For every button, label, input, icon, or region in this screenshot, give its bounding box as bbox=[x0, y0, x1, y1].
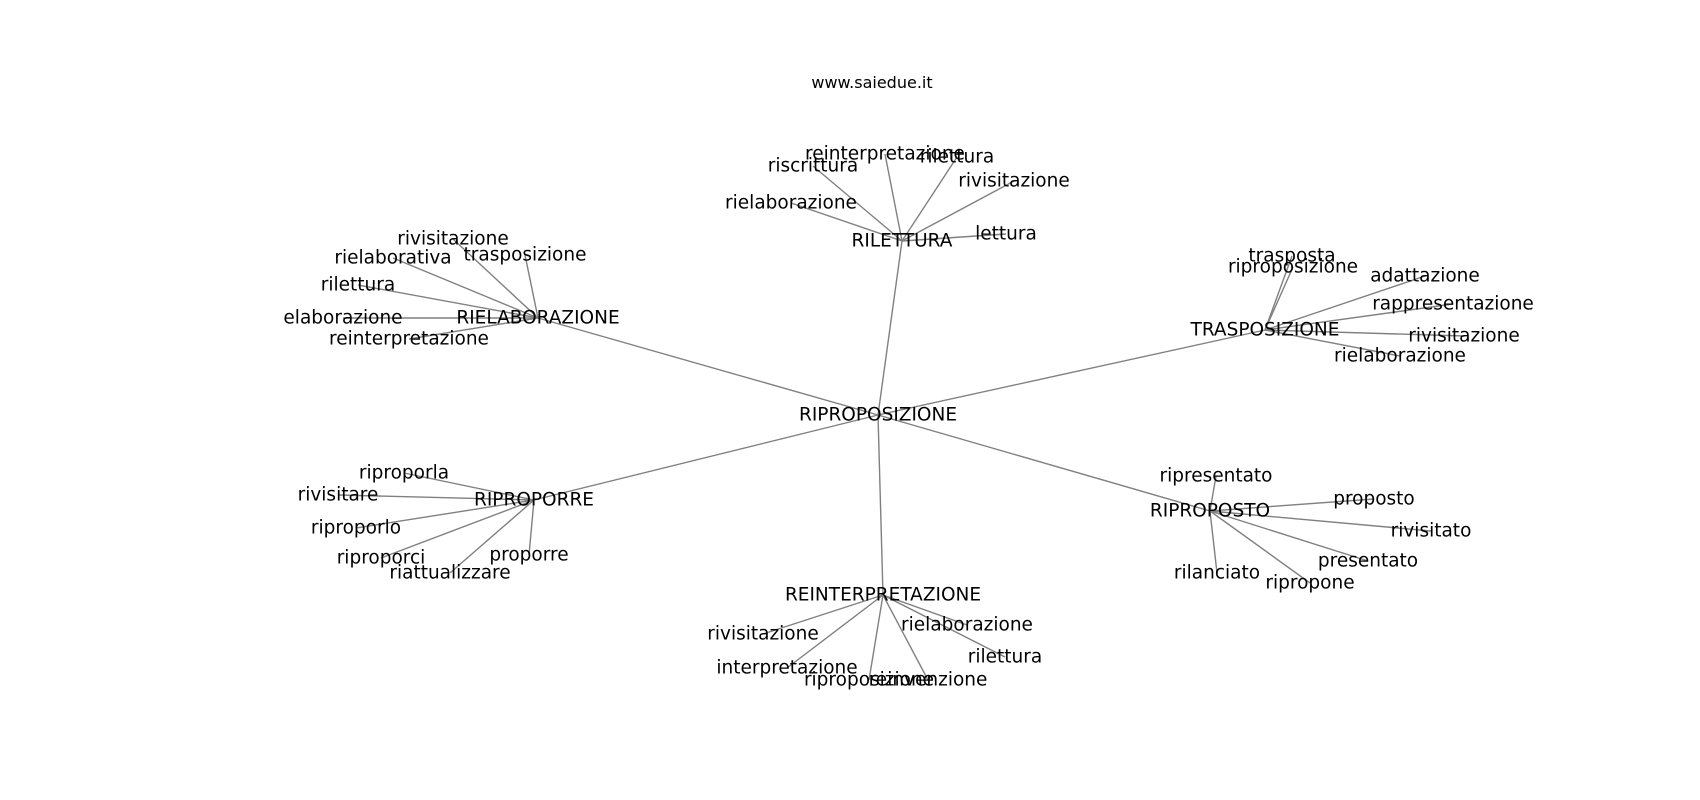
edge-trasposizione-4 bbox=[1264, 329, 1465, 337]
edge-reinterpretazione-3 bbox=[786, 594, 884, 669]
hub-label-riproporre: RIPROPORRE bbox=[474, 490, 594, 511]
hub-label-rielaborazione: RIELABORAZIONE bbox=[456, 308, 619, 329]
leaf-label-rilettura-4: rielaborazione bbox=[725, 193, 857, 214]
edge-rielaborazione-2 bbox=[524, 254, 539, 319]
hub-label-riproposto: RIPROPOSTO bbox=[1150, 501, 1270, 522]
edge-rilettura-2 bbox=[901, 156, 958, 242]
edge-root-trasposizione bbox=[877, 329, 1266, 416]
hub-label-rilettura: RILETTURA bbox=[852, 231, 953, 252]
leaf-label-rilettura-3: rivisitazione bbox=[958, 171, 1069, 192]
edge-reinterpretazione-2 bbox=[882, 594, 1006, 658]
edge-root-riproposto bbox=[877, 414, 1211, 512]
leaf-label-reinterpretazione-3: interpretazione bbox=[716, 658, 857, 679]
leaf-label-riproposto-5: ripropone bbox=[1265, 573, 1354, 594]
root-label: RIPROPOSIZIONE bbox=[799, 405, 957, 426]
leaf-label-rielaborazione-2: trasposizione bbox=[464, 245, 587, 266]
edge-reinterpretazione-1 bbox=[762, 594, 884, 635]
leaf-label-rilettura-0: reinterpretazione bbox=[805, 144, 965, 165]
site-title: www.saiedue.it bbox=[811, 73, 932, 92]
edge-riproposto-5 bbox=[1209, 510, 1311, 584]
edge-rilettura-3 bbox=[901, 180, 1015, 242]
edge-reinterpretazione-0 bbox=[882, 594, 968, 626]
edge-riproposto-3 bbox=[1209, 510, 1369, 562]
leaf-label-riproporre-0: riproporla bbox=[359, 463, 449, 484]
leaf-label-reinterpretazione-0: rielaborazione bbox=[901, 615, 1033, 636]
leaf-label-riproporre-3: riproporci bbox=[337, 548, 426, 569]
leaf-label-rielaborazione-5: reinterpretazione bbox=[329, 329, 489, 350]
edge-trasposizione-3 bbox=[1264, 303, 1454, 331]
edge-rielaborazione-0 bbox=[452, 238, 539, 319]
edge-riproposto-2 bbox=[1209, 510, 1432, 532]
edge-riproporre-0 bbox=[403, 472, 535, 501]
leaf-label-rilettura-5: lettura bbox=[975, 224, 1037, 245]
edge-riproporre-1 bbox=[337, 494, 535, 501]
edge-trasposizione-0 bbox=[1264, 255, 1293, 331]
hub-label-reinterpretazione: REINTERPRETAZIONE bbox=[785, 585, 981, 606]
edge-trasposizione-2 bbox=[1264, 275, 1426, 331]
leaf-label-rielaborazione-3: rilettura bbox=[321, 275, 395, 296]
edge-riproposto-4 bbox=[1209, 510, 1218, 574]
edge-root-reinterpretazione bbox=[877, 414, 884, 596]
leaf-label-trasposizione-2: adattazione bbox=[1370, 266, 1480, 287]
edge-rielaborazione-5 bbox=[408, 317, 539, 340]
hub-label-trasposizione: TRASPOSIZIONE bbox=[1190, 320, 1340, 341]
leaf-label-riproporre-1: rivisitare bbox=[298, 485, 379, 506]
edge-reinterpretazione-5 bbox=[882, 594, 929, 681]
leaf-label-riproposto-3: presentato bbox=[1318, 551, 1418, 572]
edge-riproposto-1 bbox=[1209, 498, 1375, 512]
leaf-label-trasposizione-0: trasposta bbox=[1248, 246, 1335, 267]
leaf-label-riproporre-2: riproporlo bbox=[311, 518, 401, 539]
edge-riproporre-3 bbox=[380, 499, 535, 559]
leaf-label-rilettura-1: riscrittura bbox=[768, 156, 858, 177]
edge-trasposizione-1 bbox=[1264, 266, 1294, 331]
edge-rilettura-0 bbox=[884, 153, 903, 242]
edge-rielaborazione-3 bbox=[357, 284, 539, 319]
leaf-label-riproposto-2: rivisitato bbox=[1391, 521, 1472, 542]
edge-rilettura-1 bbox=[812, 165, 903, 242]
edge-reinterpretazione-4 bbox=[868, 594, 884, 681]
edge-riproposto-0 bbox=[1209, 475, 1217, 512]
leaf-label-riproporre-4: riattualizzare bbox=[389, 563, 510, 584]
leaf-label-reinterpretazione-2: rilettura bbox=[968, 647, 1042, 668]
edge-riproporre-4 bbox=[449, 499, 535, 574]
leaf-label-rielaborazione-4: elaborazione bbox=[283, 308, 402, 329]
edge-root-rilettura bbox=[877, 240, 903, 416]
edge-root-riproporre bbox=[533, 414, 879, 501]
leaf-label-trasposizione-5: rielaborazione bbox=[1334, 346, 1466, 367]
edge-riproporre-5 bbox=[528, 499, 535, 556]
edge-trasposizione-5 bbox=[1264, 329, 1401, 357]
edge-rilettura-5 bbox=[901, 233, 1007, 242]
leaf-label-rielaborazione-1: rielaborativa bbox=[334, 248, 451, 269]
edge-riproporre-2 bbox=[355, 499, 535, 529]
leaf-label-rilettura-2: rilettura bbox=[920, 147, 994, 168]
leaf-label-riproposto-1: proposto bbox=[1333, 489, 1415, 510]
leaf-label-reinterpretazione-4: riproposizione bbox=[804, 670, 934, 691]
edge-layer bbox=[337, 153, 1465, 681]
leaf-label-riproposto-0: ripresentato bbox=[1160, 466, 1273, 487]
edge-rielaborazione-1 bbox=[392, 257, 539, 319]
leaf-label-riproposto-4: rilanciato bbox=[1174, 563, 1260, 584]
leaf-label-reinterpretazione-1: rivisitazione bbox=[707, 624, 818, 645]
leaf-label-trasposizione-4: rivisitazione bbox=[1408, 326, 1519, 347]
leaf-label-rielaborazione-0: rivisitazione bbox=[397, 229, 508, 250]
leaf-label-trasposizione-3: rappresentazione bbox=[1372, 294, 1534, 315]
edge-root-rielaborazione bbox=[537, 317, 879, 416]
leaf-label-trasposizione-1: riproposizione bbox=[1228, 257, 1358, 278]
edge-rilettura-4 bbox=[790, 202, 903, 242]
leaf-label-riproporre-5: proporre bbox=[489, 545, 568, 566]
leaf-label-reinterpretazione-5: reinvenzione bbox=[869, 670, 988, 691]
